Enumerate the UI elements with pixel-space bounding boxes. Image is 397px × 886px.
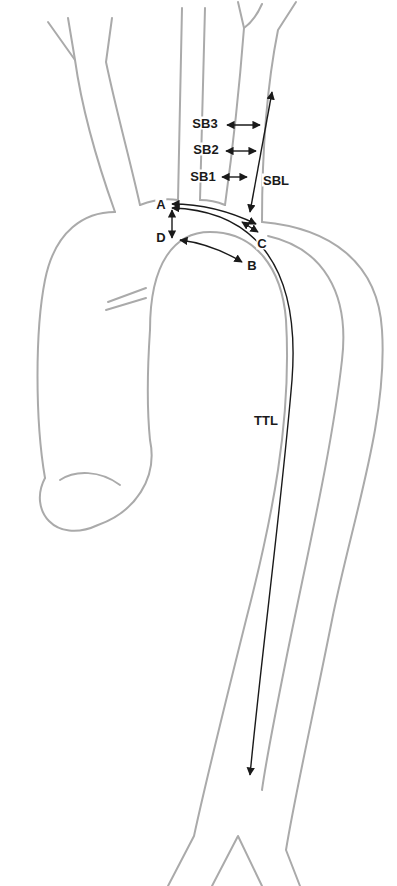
measurement-label: B [246, 259, 257, 272]
measurement-label: A [155, 198, 166, 211]
measurement-label: SBL [262, 174, 290, 187]
measurement-label: SB3 [191, 117, 218, 130]
aorta-outline [38, 2, 383, 886]
measurement-label: SB2 [192, 143, 219, 156]
measurement-label: TTL [253, 414, 279, 427]
measurement-label: C [256, 237, 267, 250]
measurement-label: D [155, 231, 166, 244]
measurement-label: SB1 [189, 170, 216, 183]
measurement-arrows [172, 92, 293, 775]
